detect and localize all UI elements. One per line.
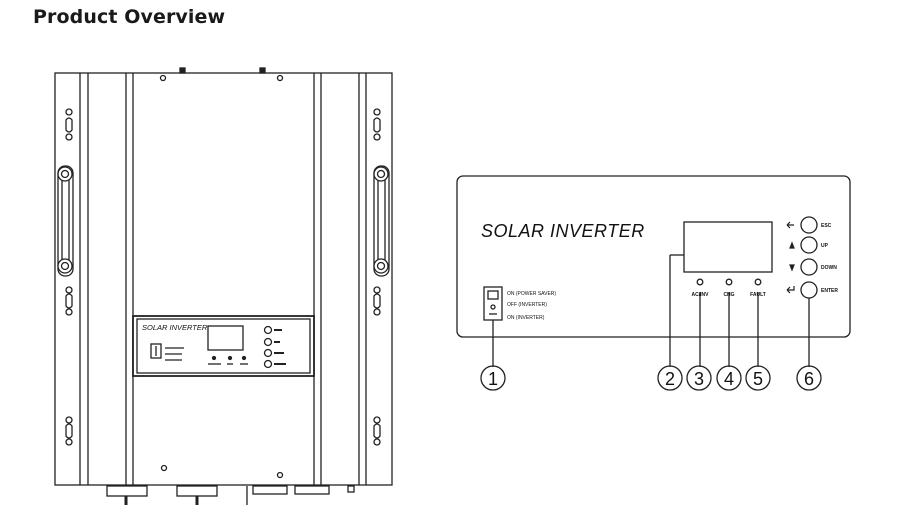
led-chg <box>725 278 733 286</box>
callout-2: 2 <box>665 369 675 389</box>
down-button <box>800 258 818 276</box>
lcd-display <box>683 221 773 273</box>
esc-button <box>800 216 818 234</box>
triangle-up-icon <box>789 241 795 249</box>
up-button <box>800 236 818 254</box>
led-label-ac-inv: AC/INV <box>692 292 710 298</box>
led-label-fault: FAULT <box>750 292 766 298</box>
esc-label: ESC <box>821 223 832 229</box>
down-label: DOWN <box>821 265 837 271</box>
page-title: Product Overview <box>33 6 226 28</box>
front-brand-label: SOLAR INVERTER <box>142 323 208 332</box>
button-icons <box>786 221 795 294</box>
callout-6: 6 <box>804 369 814 389</box>
callout-1: 1 <box>488 369 498 389</box>
callout-numbers: 1 2 3 4 5 6 <box>488 369 814 389</box>
callout-3: 3 <box>694 369 704 389</box>
panel-detail <box>456 175 851 391</box>
switch-label-on-inverter: ON (INVERTER) <box>507 315 545 321</box>
led-label-chg: CHG <box>723 292 734 298</box>
enter-arrow-icon <box>786 286 795 294</box>
led-fault <box>754 278 762 286</box>
switch-label-power-saver: ON (POWER SAVER) <box>507 291 556 297</box>
triangle-down-icon <box>789 264 795 272</box>
led-ac-inv <box>696 278 704 286</box>
panel-brand-label: SOLAR INVERTER <box>481 221 645 241</box>
return-arrow-icon <box>786 221 794 229</box>
up-label: UP <box>821 243 829 249</box>
inverter-front-view <box>54 67 393 505</box>
callout-5: 5 <box>753 369 763 389</box>
callout-4: 4 <box>724 369 734 389</box>
switch-label-off-inverter: OFF (INVERTER) <box>507 302 547 308</box>
enter-label: ENTER <box>821 288 838 294</box>
